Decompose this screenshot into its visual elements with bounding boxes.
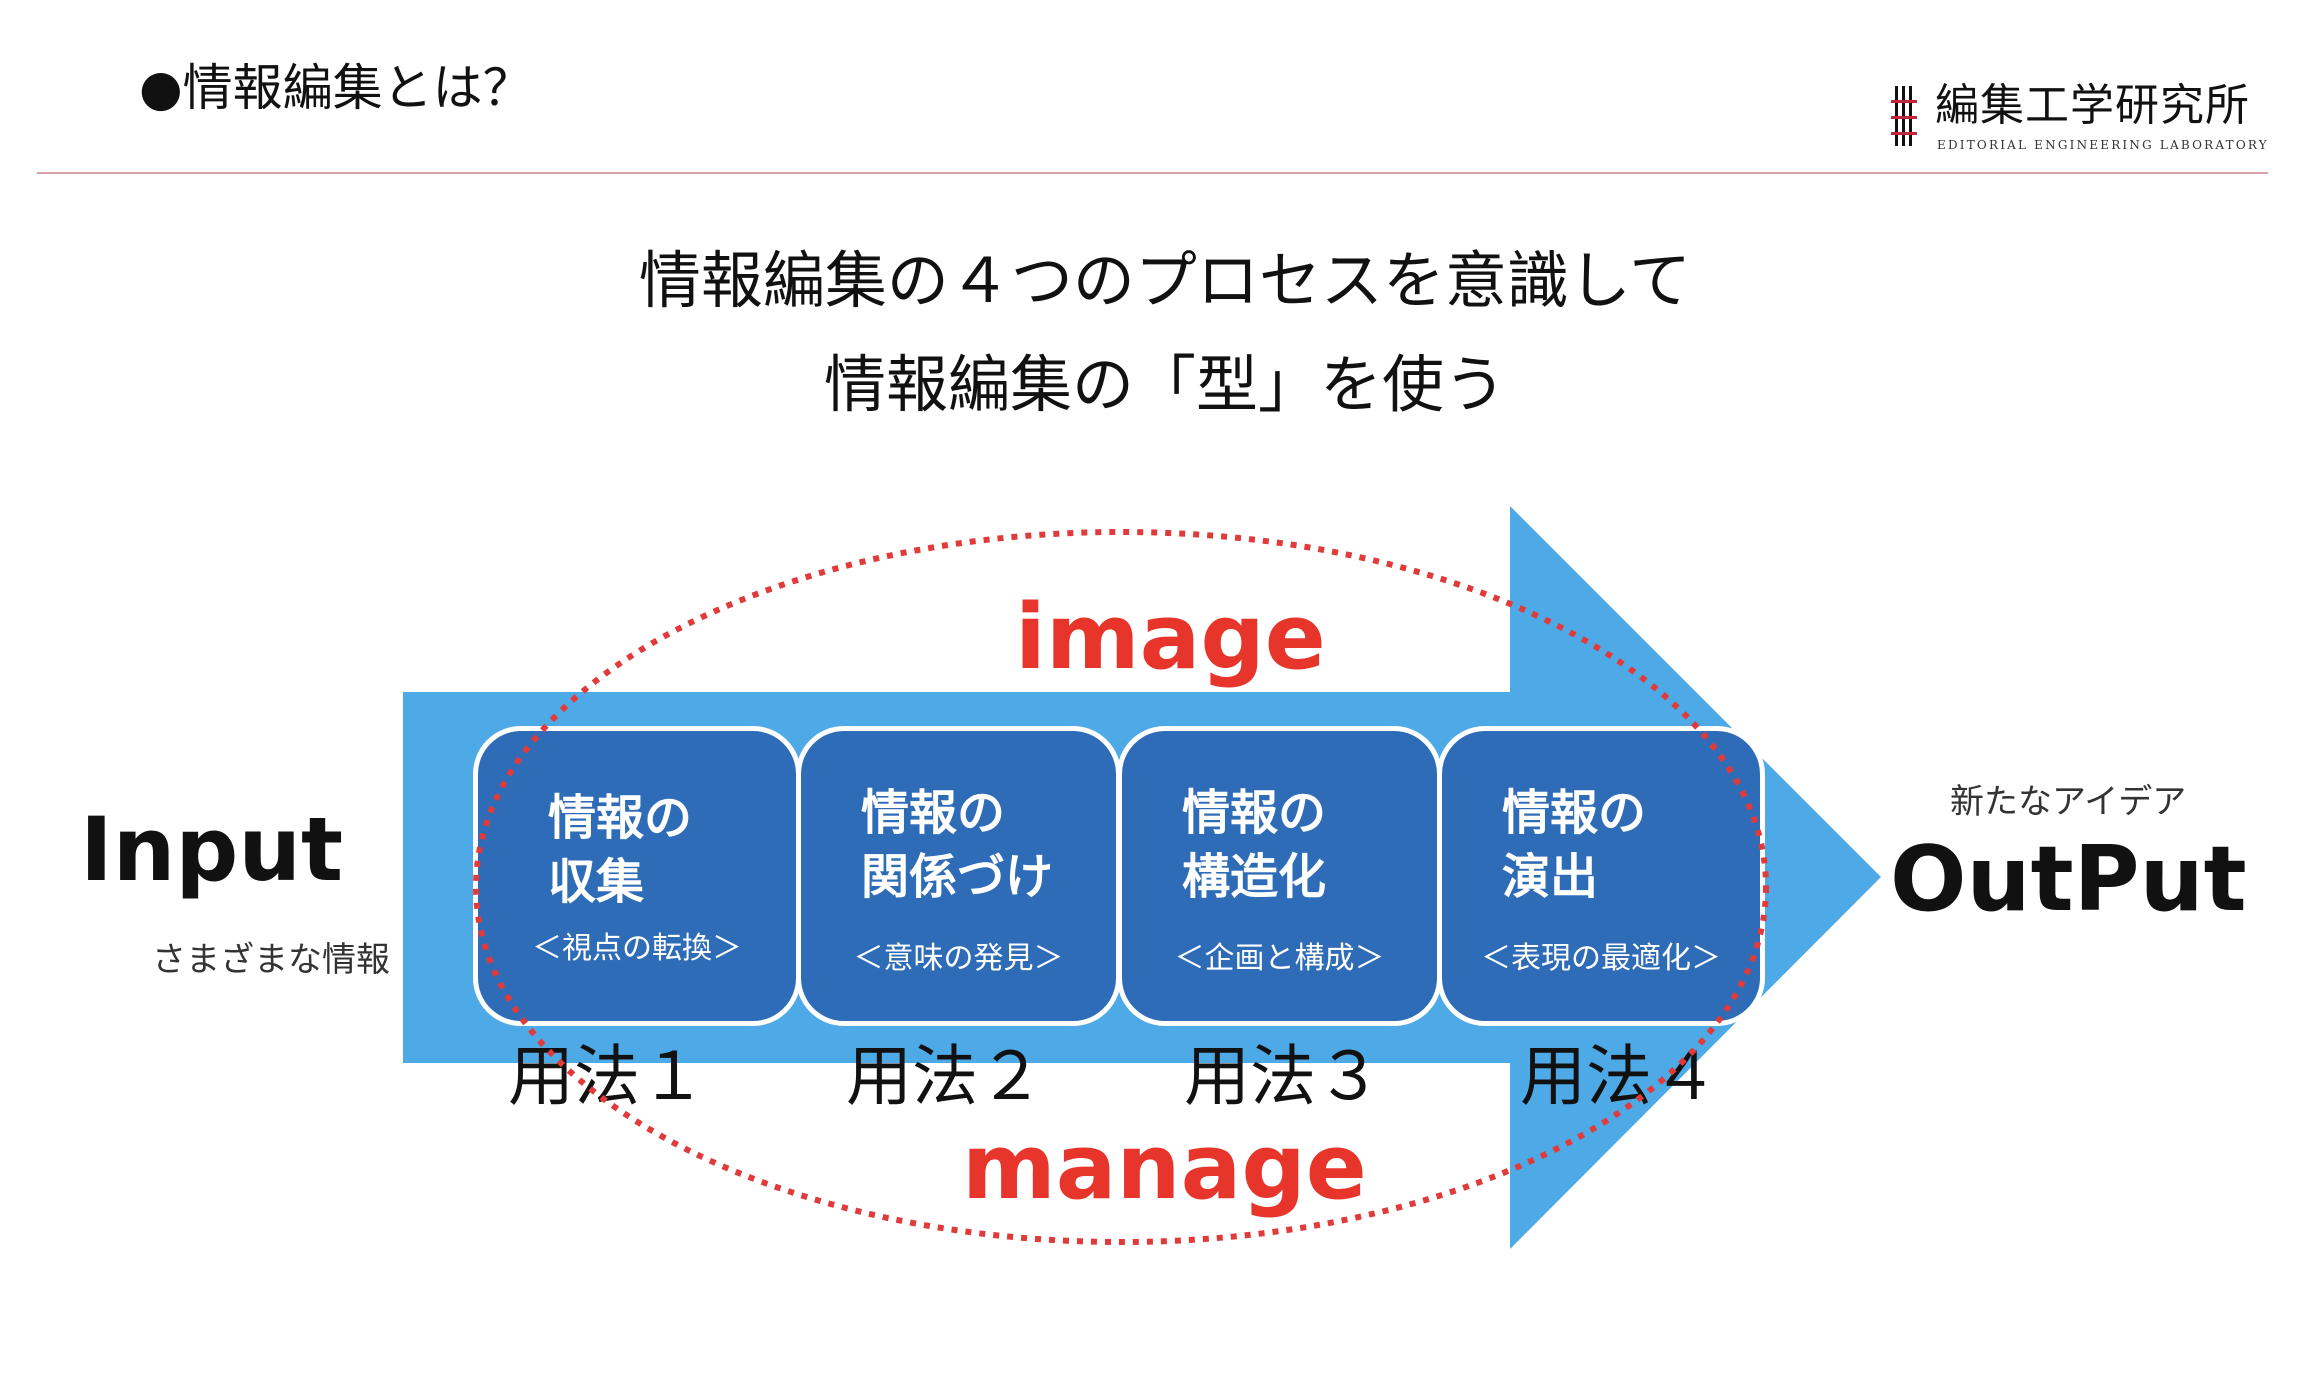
output-label: OutPut [1890,827,2247,932]
step-subtitle: ＜表現の最適化＞ [1481,941,1721,976]
step-subtitle: ＜企画と構成＞ [1174,941,1385,976]
slide-title: ●情報編集とは？ [139,59,533,117]
step-box-present: 情報の演出 ＜表現の最適化＞ [1437,726,1765,1026]
step-title: 収集 [548,854,645,910]
logo: 編集工学研究所 EDITORIAL ENGINEERING LABORATORY [1891,80,2267,160]
image-label: image [1015,585,1326,690]
heading-line-2: 情報編集の「型」を使う [823,348,1506,421]
manage-label: manage [962,1115,1367,1220]
step-title: 情報の [861,785,1006,841]
usage-label: 用法４ [1520,1038,1718,1115]
step-box-collect: 情報の収集 ＜視点の転換＞ [473,726,801,1026]
step-title: 構造化 [1182,849,1327,905]
step-title: 関係づけ [861,849,1054,905]
step-title: 情報の [548,790,693,846]
step-title: 情報の [1182,785,1327,841]
heading-line-1: 情報編集の４つのプロセスを意識して [638,244,1692,317]
output-subtitle: 新たなアイデア [1950,782,2187,822]
input-label: Input [80,798,344,901]
logo-name-jp: 編集工学研究所 [1935,80,2250,131]
usage-label: 用法１ [508,1038,706,1115]
logo-mark-icon [1891,86,1917,146]
step-title: 情報の [1502,785,1647,841]
logo-name-en: EDITORIAL ENGINEERING LABORATORY [1937,138,2269,152]
usage-label: 用法３ [1184,1038,1382,1115]
step-title: 演出 [1502,849,1599,905]
step-box-structure: 情報の構造化 ＜企画と構成＞ [1117,726,1442,1026]
header-divider [37,172,2268,174]
step-subtitle: ＜視点の転換＞ [532,931,742,966]
step-subtitle: ＜意味の発見＞ [853,941,1064,976]
usage-label: 用法２ [846,1038,1044,1115]
input-subtitle: さまざまな情報 [152,940,390,980]
step-box-relate: 情報の関係づけ ＜意味の発見＞ [796,726,1121,1026]
